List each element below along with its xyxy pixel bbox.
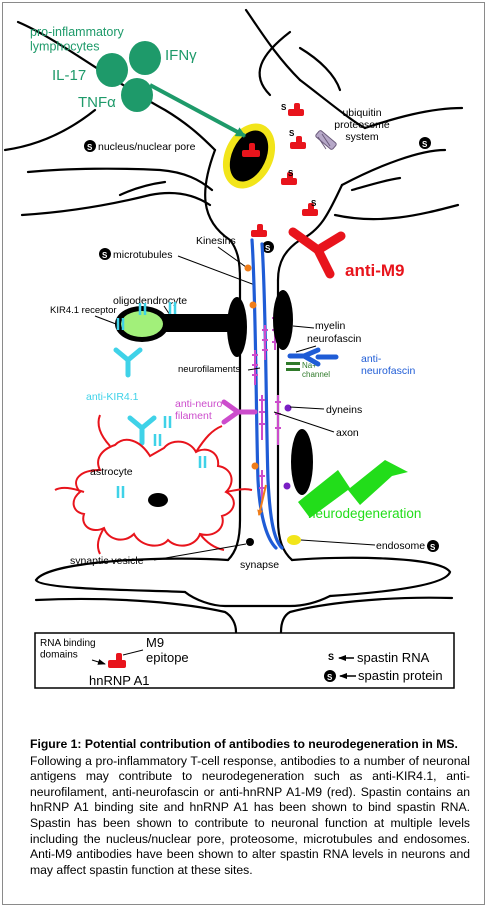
- svg-text:S: S: [288, 169, 294, 178]
- svg-text:S: S: [327, 673, 333, 682]
- synaptic-vesicle-label: synaptic vesicle: [70, 555, 144, 567]
- anti-neurofascin-label: anti-neurofascin: [361, 353, 415, 377]
- microtubule-lines: [250, 238, 284, 550]
- kir-receptors: [116, 302, 207, 498]
- legend-spastin-rna: spastin RNA: [357, 650, 430, 665]
- lymphocyte-1: [96, 53, 128, 87]
- proteosome: [315, 130, 337, 150]
- caption-body: Following a pro-inflammatory T-cell resp…: [30, 753, 470, 877]
- il17-label: IL-17: [52, 67, 86, 84]
- legend-hnrnp: hnRNP A1: [89, 673, 149, 688]
- kinesin-dot-1: [244, 264, 252, 272]
- na-channel-label: Na+channel: [302, 361, 330, 379]
- endosome: [287, 535, 301, 545]
- astrocyte-nucleus: [148, 493, 168, 507]
- kinesin-dot-2: [249, 301, 257, 309]
- endosome-label: endosome: [376, 540, 425, 552]
- synapse-label: synapse: [240, 559, 279, 571]
- neurofilaments-label: neurofilaments: [178, 364, 241, 375]
- anti-m9-antibody: [288, 227, 346, 279]
- ifn-label: IFNγ: [165, 47, 197, 64]
- lymphocyte-2: [129, 41, 161, 75]
- neurofascin-label: neurofascin: [307, 333, 361, 345]
- svg-text:S: S: [311, 199, 317, 208]
- svg-text:S: S: [265, 244, 271, 253]
- axon-label: axon: [336, 427, 359, 439]
- svg-text:S: S: [430, 543, 436, 552]
- myelin-right: [273, 290, 293, 350]
- oligodendrocyte-label: oligodendrocyte: [113, 295, 187, 307]
- myelin-lower: [291, 429, 313, 495]
- svg-text:S: S: [422, 140, 428, 149]
- kir-receptor-label: KIR4.1 receptor: [50, 305, 117, 316]
- dynein-dot-2: [284, 404, 292, 412]
- dynein-dot-3: [283, 482, 291, 490]
- svg-text:S: S: [102, 251, 108, 260]
- microtubules-label: microtubules: [113, 249, 173, 261]
- nucleus: [222, 123, 276, 189]
- synaptic-vesicle: [246, 538, 254, 546]
- legend-hnrnp-icon: [108, 653, 126, 668]
- soma-hnrnp: [251, 103, 318, 237]
- anti-neurofilament-antibody: [221, 399, 258, 425]
- legend-spastin-protein: spastin protein: [358, 668, 443, 683]
- astrocyte: [54, 414, 253, 555]
- svg-text:S: S: [281, 103, 287, 112]
- anti-kir-antibodies: [113, 347, 157, 446]
- anti-kir-label: anti-KIR4.1: [86, 391, 139, 403]
- oligodendrocyte: oligodendrocyte: [113, 295, 237, 342]
- orange-arrow: [257, 484, 267, 516]
- svg-text:S: S: [87, 143, 93, 152]
- lymphocyte-arrow: [149, 83, 246, 138]
- figure-caption: Figure 1: Potential contribution of anti…: [30, 737, 470, 878]
- anti-neurofascin-antibody: [287, 347, 339, 367]
- neuron-outline: [3, 8, 464, 634]
- svg-text:S: S: [289, 129, 295, 138]
- anti-m9-label: anti-M9: [345, 261, 405, 280]
- neurodegeneration-label: neurodegeneration: [308, 506, 421, 521]
- caption-title: Figure 1: Potential contribution of anti…: [30, 737, 458, 751]
- kinesins-label: Kinesins: [196, 235, 236, 247]
- nucleus-label: nucleus/nuclear pore: [98, 141, 196, 153]
- svg-text:S: S: [328, 652, 334, 662]
- astrocyte-label: astrocyte: [90, 466, 133, 478]
- soma-s-markers: S S S S: [281, 103, 317, 208]
- kinesin-dot-3: [251, 462, 259, 470]
- dyneins-label: dyneins: [326, 404, 362, 416]
- myelin-label: myelin: [315, 320, 346, 332]
- na-channel: Na+channel: [286, 361, 330, 379]
- lymphocyte-3: [121, 78, 153, 112]
- nucleus-label-group: S nucleus/nuclear pore: [84, 140, 196, 153]
- hnrnp-nucleus: [242, 143, 260, 157]
- microtubules-label-group: S microtubules S: [99, 241, 274, 286]
- neurodegeneration-bolt: [298, 460, 408, 518]
- tnf-label: TNFα: [78, 94, 116, 111]
